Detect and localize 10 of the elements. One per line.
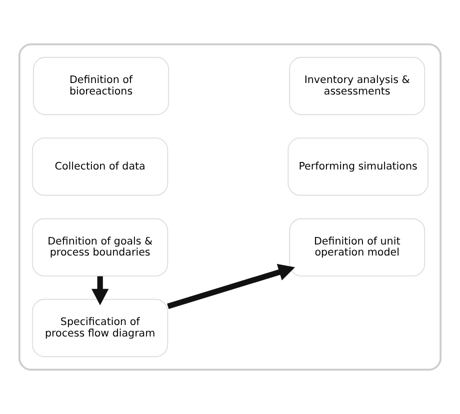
node-box: Specification of process flow diagram (32, 298, 168, 358)
arrow (91, 276, 109, 306)
node-box: Performing simulations (288, 138, 428, 196)
node-box: Definition of unit operation model (289, 218, 426, 276)
arrow (167, 264, 296, 309)
node-box: Definition of goals & process boundaries (32, 218, 168, 276)
node-box: Definition of bioreactions (33, 56, 170, 116)
node-box: Inventory analysis & assessments (289, 56, 426, 116)
node-box: Collection of data (32, 138, 168, 196)
cluster (18, 43, 442, 371)
